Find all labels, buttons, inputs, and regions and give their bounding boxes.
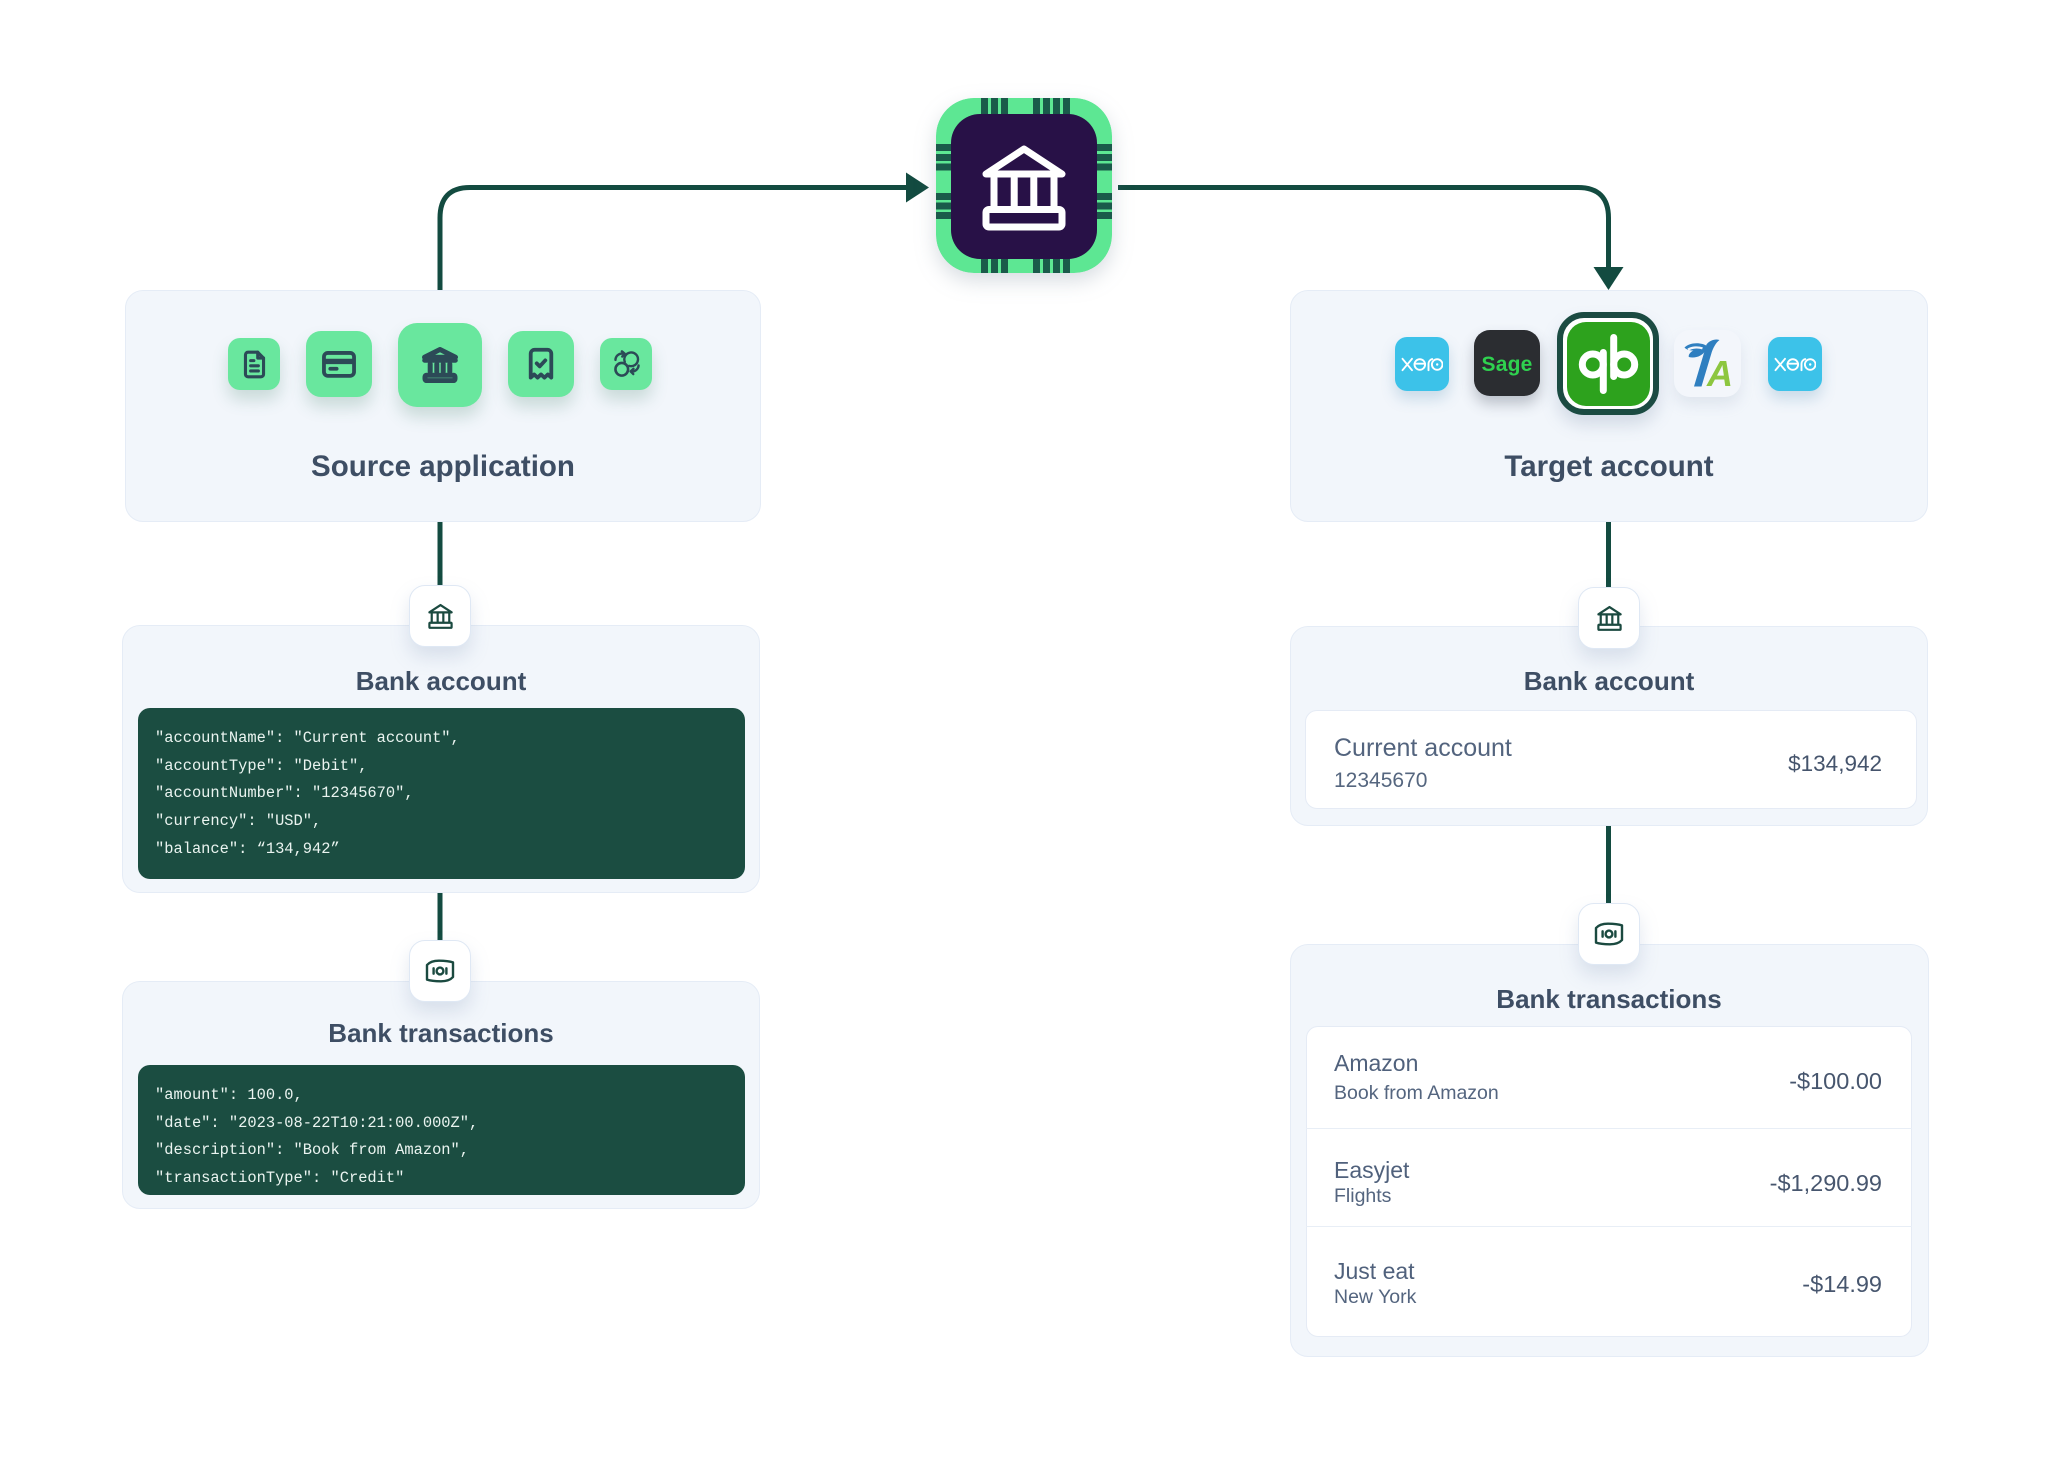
svg-text:A: A <box>1706 353 1733 394</box>
